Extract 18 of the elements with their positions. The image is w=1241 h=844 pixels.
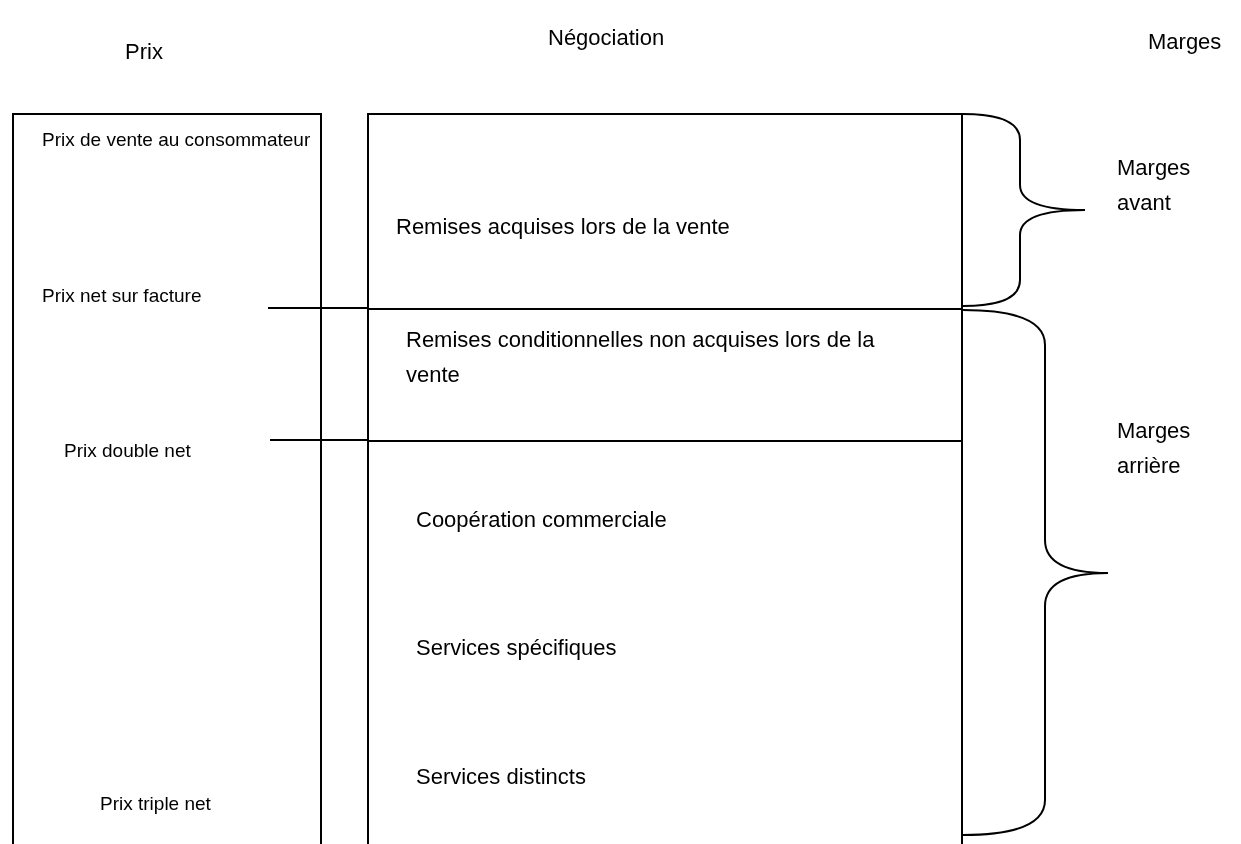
section-text: Services distincts [416,763,587,791]
price-label: Prix triple net [100,792,212,816]
section-text: Services spécifiques [416,634,618,662]
section-text: Remises acquises lors de la vente [396,213,731,241]
column-heading: Prix [125,38,164,66]
price-label: Prix de vente au consommateur [42,128,312,152]
price-column-box [12,113,322,844]
margin-label: Marges arrière [1117,417,1192,481]
column-heading: Marges [1148,28,1223,56]
margin-label: Marges avant [1117,154,1192,218]
section-box [367,308,963,440]
section-text: Coopération commerciale [416,506,668,534]
column-heading: Négociation [548,24,666,52]
section-text: Remises conditionnelles non acquises lors de la vente [406,326,876,390]
price-label: Prix net sur facture [42,284,203,308]
section-box [367,113,963,308]
section-box [367,440,963,844]
price-label: Prix double net [64,439,192,463]
